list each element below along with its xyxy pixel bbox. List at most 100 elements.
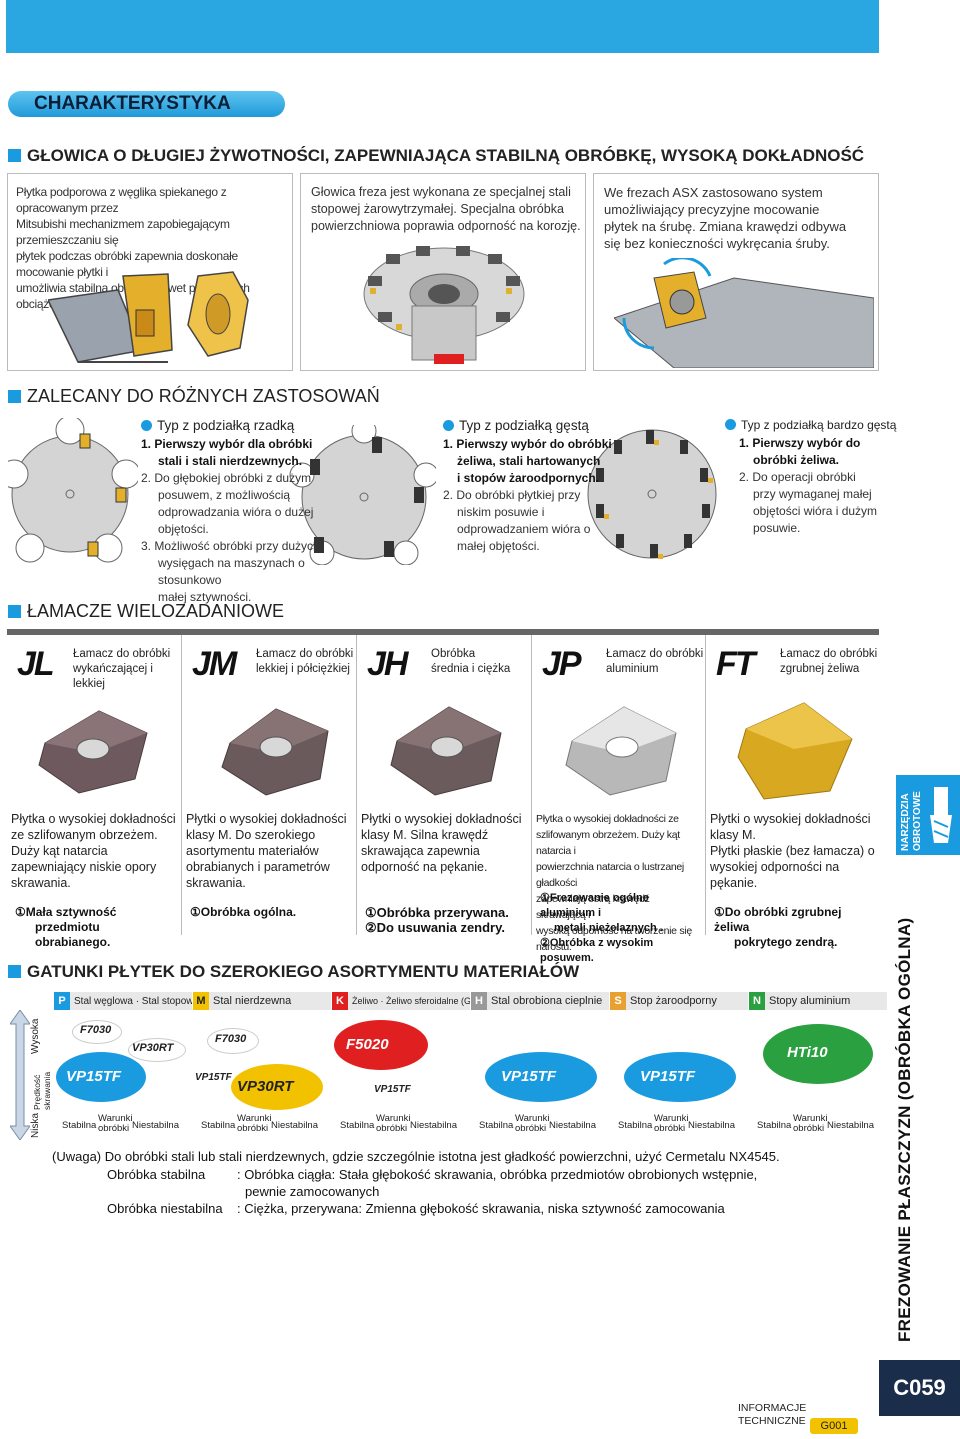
jp-insert-image — [565, 706, 677, 796]
axis-top-label: Wysoka — [30, 1018, 41, 1054]
grade-chart: VP15TF — [610, 1012, 748, 1118]
type-coarse-title: Typ z podziałką rzadką — [157, 418, 295, 433]
circle-bullet-icon — [725, 419, 736, 430]
breakers-heading: ŁAMACZE WIELOZADANIOWE — [8, 601, 284, 622]
square-bullet-icon — [8, 390, 21, 403]
breaker-code: JH — [367, 645, 408, 683]
coarse-pitch-cutter-diagram — [8, 418, 138, 563]
breaker-code: JM — [192, 645, 237, 683]
grade-chart: VP15TF — [471, 1012, 609, 1118]
milling-tool-icon — [930, 787, 952, 843]
top-banner — [6, 0, 879, 53]
recommend-heading-text: ZALECANY DO RÓŻNYCH ZASTOSOWAŃ — [27, 386, 380, 406]
jh-insert-image — [390, 706, 502, 796]
feature-card-2-text: Głowica freza jest wykonana ze specjalne… — [311, 185, 581, 233]
feature-card-2: Głowica freza jest wykonana ze specjalne… — [300, 173, 586, 371]
type-medium: Typ z podziałką gęstą 1. Pierwszy wybór … — [443, 418, 643, 555]
breakers-heading-text: ŁAMACZE WIELOZADANIOWE — [27, 601, 285, 621]
grades-heading: GATUNKI PŁYTEK DO SZEROKIEGO ASORTYMENTU… — [8, 962, 579, 982]
type-fine-list: 1. Pierwszy wybór do obróbki żeliwa. 2. … — [739, 436, 878, 535]
vertical-section-title: FREZOWANIE PŁASZCZYZN (OBRÓBKA OGÓLNA) — [895, 917, 914, 1342]
grade-chart: HTi10 — [749, 1012, 887, 1118]
square-bullet-icon — [8, 965, 21, 978]
circle-bullet-icon — [141, 420, 152, 431]
breaker-code: FT — [716, 645, 756, 683]
note-stable-text: : Obróbka ciągła: Stała głębokość skrawa… — [237, 1167, 758, 1182]
axis-bottom-label: Niska — [30, 1112, 41, 1138]
note-stable-label: Obróbka stabilna — [107, 1167, 206, 1182]
note-stable-text-2: pewnie zamocowanych — [245, 1184, 380, 1199]
jm-insert-image — [221, 708, 329, 796]
type-fine: Typ z podziałką bardzo gęstą 1. Pierwszy… — [725, 418, 896, 537]
note-unstable-label: Obróbka niestabilna — [107, 1201, 223, 1216]
technical-info-ref-link[interactable]: G001 — [810, 1418, 858, 1434]
type-coarse-list: 1. Pierwszy wybór dla obróbki stali i st… — [141, 437, 320, 604]
insert-seat-illustration — [48, 271, 249, 363]
ft-insert-image — [737, 702, 853, 800]
grades-heading-text: GATUNKI PŁYTEK DO SZEROKIEGO ASORTYMENTU… — [27, 962, 580, 981]
screw-clamp-illustration — [614, 258, 874, 368]
cutter-body-illustration — [363, 246, 525, 364]
grade-chart: F7030 VP15TF VP30RT — [193, 1012, 331, 1118]
feature-card-1: Płytka podporowa z węglika spiekanego z … — [7, 173, 293, 371]
page-code: C059 — [879, 1360, 960, 1416]
breaker-foot: ①Obróbka ogólna. — [190, 905, 297, 919]
breaker-foot: ①Obróbka przerywana.②Do usuwania zendry. — [365, 905, 509, 935]
recommend-heading: ZALECANY DO RÓŻNYCH ZASTOSOWAŃ — [8, 386, 380, 407]
square-bullet-icon — [8, 605, 21, 618]
grade-chart: F5020 VP15TF — [332, 1012, 470, 1118]
double-arrow-icon — [10, 1010, 30, 1140]
circle-bullet-icon — [443, 420, 454, 431]
note-unstable-text: : Ciężka, przerywana: Zmienna głębokość … — [237, 1201, 725, 1216]
type-medium-title: Typ z podziałką gęstą — [459, 418, 589, 433]
medium-pitch-cutter-diagram — [289, 425, 436, 565]
type-fine-title: Typ z podziałką bardzo gęstą — [741, 418, 897, 432]
feature-heading-text: GŁOWICA O DŁUGIEJ ŻYWOTNOŚCI, ZAPEWNIAJĄ… — [27, 146, 865, 165]
note-line-1: (Uwaga) Do obróbki stali lub stali nierd… — [52, 1149, 780, 1164]
type-coarse: Typ z podziałką rzadką 1. Pierwszy wybór… — [141, 418, 371, 606]
fine-pitch-cutter-diagram — [587, 429, 717, 559]
type-medium-list: 1. Pierwszy wybór do obróbki żeliwa, sta… — [443, 437, 612, 553]
breaker-code: JP — [542, 645, 582, 683]
square-bullet-icon — [8, 149, 21, 162]
jl-insert-image — [38, 710, 148, 794]
section-title-pill: CHARAKTERYSTYKA — [8, 91, 285, 117]
